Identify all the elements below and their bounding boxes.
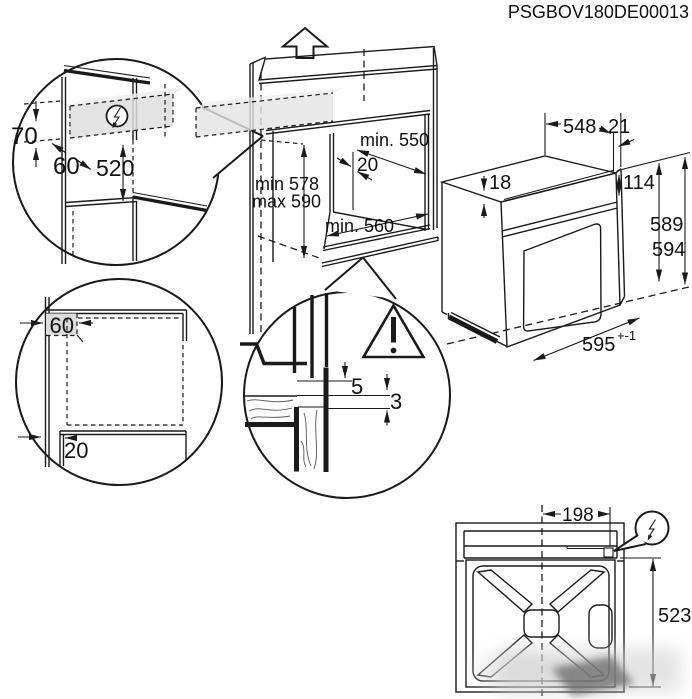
dim-total-height: 594 bbox=[652, 239, 685, 261]
dim-distance-to-shelf: 520 bbox=[96, 155, 134, 181]
connection-zone-front bbox=[196, 93, 333, 137]
dim-corner-offset: 60 bbox=[50, 313, 74, 338]
cabinet-niche-drawing: min. 550 20 min 578 max 590 min. 560 bbox=[195, 26, 439, 334]
dim-connection-offset-x: 198 bbox=[562, 505, 594, 526]
dim-niche-height-min: min 578 bbox=[255, 174, 319, 194]
dim-body-width: 548 bbox=[563, 116, 596, 138]
ventilation-arrow-icon bbox=[280, 26, 330, 59]
dim-body-height: 589 bbox=[650, 214, 683, 236]
dim-niche-depth-bottom: min. 560 bbox=[325, 216, 394, 236]
dim-rear-gap: 20 bbox=[357, 155, 378, 176]
oven-door-window bbox=[522, 223, 602, 332]
part-number-label: PSGBOV180DE00013 bbox=[508, 2, 689, 22]
connection-zone-plan bbox=[46, 313, 77, 336]
oven-dimensions-drawing: 548 21 18 114 589 594 595 +-1 bbox=[439, 113, 692, 362]
warning-triangle-icon bbox=[361, 302, 426, 359]
dim-top-recess: 18 bbox=[489, 172, 511, 194]
dim-front-width-tolerance: +-1 bbox=[617, 328, 636, 343]
dim-zone-depth: 60 bbox=[53, 153, 80, 180]
watermark-smudge bbox=[472, 648, 681, 696]
rear-view-drawing: 198 523 bbox=[455, 505, 691, 698]
dim-niche-depth-top: min. 550 bbox=[360, 130, 429, 150]
gap-detail-callout: 5 3 bbox=[240, 256, 451, 499]
lightning-icon bbox=[647, 519, 656, 541]
dim-panel-height: 114 bbox=[623, 172, 655, 194]
dim-front-width: 595 bbox=[582, 334, 615, 356]
dim-front-offset: 20 bbox=[64, 438, 88, 463]
connection-zone-top bbox=[196, 88, 343, 108]
connection-box bbox=[603, 547, 614, 558]
electrical-connection-callout bbox=[613, 510, 670, 552]
dim-panel-overhang: 21 bbox=[608, 116, 630, 138]
electrical-connection-icon bbox=[105, 104, 129, 129]
plan-detail-callout: 60 20 bbox=[15, 278, 223, 486]
dim-upper-gap: 5 bbox=[351, 374, 363, 399]
dim-lower-gap: 3 bbox=[390, 389, 402, 414]
callout-tail bbox=[325, 257, 396, 299]
dim-niche-height-max: max 590 bbox=[252, 192, 321, 212]
connection-detail-callout: 70 60 520 bbox=[11, 58, 264, 266]
connection-zone-top bbox=[70, 88, 183, 106]
dim-connection-offset-y: 523 bbox=[658, 605, 691, 627]
dim-zone-height: 70 bbox=[11, 123, 38, 150]
